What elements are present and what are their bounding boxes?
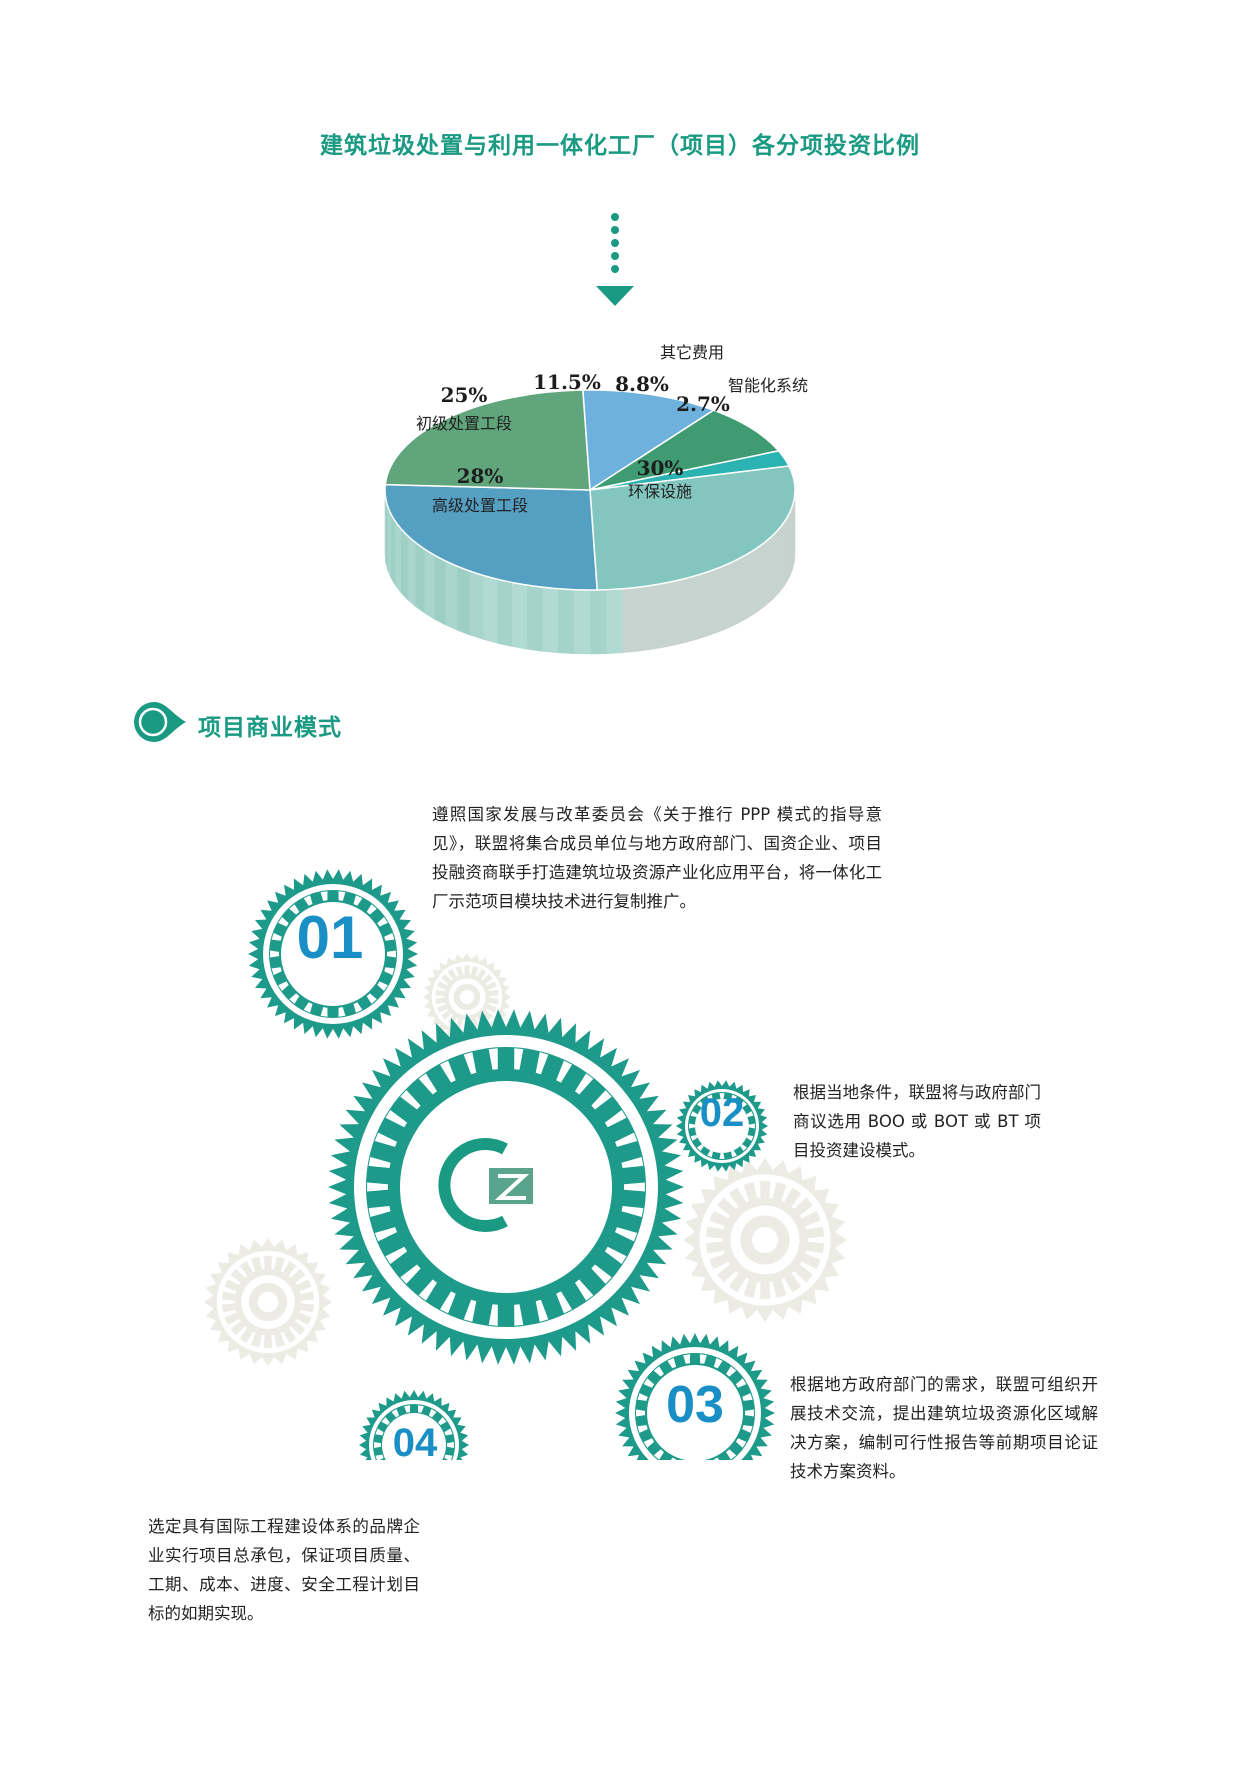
pie-side-band <box>511 582 527 650</box>
gear-number-03: 03 <box>666 1376 724 1434</box>
pie-side-band <box>653 582 669 650</box>
pie-value-label-5: 28% <box>457 464 504 488</box>
pie-side-band <box>789 505 793 578</box>
item-02-text: 根据当地条件，联盟将与政府部门商议选用 BOO 或 BOT 或 BT 项目投资建… <box>793 1083 1041 1160</box>
gear-number-02: 02 <box>700 1091 745 1135</box>
pie-side-band <box>394 520 401 594</box>
gear-number-04-text: 04 <box>393 1421 438 1465</box>
pie-slice-4 <box>589 465 796 591</box>
pie-side-band <box>496 578 512 647</box>
pie-side-band <box>784 512 790 587</box>
gear-04 <box>359 1390 469 1460</box>
pie-side-band <box>605 588 623 655</box>
pie-side-band <box>456 565 470 636</box>
pie-side-band <box>745 548 757 620</box>
page-title: 建筑垃圾处置与利用一体化工厂（项目）各分项投资比例 <box>320 133 920 159</box>
pie-side-band <box>482 574 498 644</box>
gear-number-01: 01 <box>297 904 364 971</box>
gear-01 <box>248 869 418 1039</box>
down-arrow-icon <box>596 213 634 306</box>
pie-side-band <box>589 589 607 655</box>
pie-side-band <box>779 520 786 594</box>
pie-value-label-4: 30% <box>637 456 684 480</box>
pie-category-label-3: 智能化系统 <box>728 376 808 395</box>
pie-side-band <box>387 505 391 578</box>
logo-icon <box>438 1138 533 1232</box>
pie-side-wall <box>384 489 796 655</box>
pie-side-band <box>541 586 559 654</box>
pie-category-label-6: 初级处置工段 <box>416 414 512 433</box>
pie-category-label-4: 环保设施 <box>628 482 692 501</box>
pie-slice-5 <box>384 483 598 591</box>
item-04-text: 选定具有国际工程建设体系的品牌企业实行项目总承包，保证项目质量、工期、成本、进度… <box>148 1517 420 1623</box>
section-title: 项目商业模式 <box>198 715 342 741</box>
pie-side-band <box>390 512 396 587</box>
pie-category-label-5: 高级处置工段 <box>432 496 528 515</box>
pie-side-band <box>400 527 408 601</box>
pie-side-band <box>407 534 416 607</box>
pie-slice-6 <box>384 389 591 491</box>
pie-slice-1 <box>582 389 716 492</box>
pie-side-band <box>710 565 724 636</box>
pie-side-band <box>469 570 484 640</box>
pie-side-band <box>772 527 780 601</box>
pie-side-band <box>696 570 711 640</box>
pie-side-band <box>557 588 575 655</box>
pie-side-band <box>668 578 684 647</box>
pie-slices <box>384 389 796 591</box>
pie-side-band <box>621 586 639 654</box>
pie-side-band <box>414 541 425 614</box>
pie-side-band <box>444 560 458 631</box>
pie-value-label-6: 25% <box>441 383 488 407</box>
pie-side-band <box>423 548 435 620</box>
pie-side-band <box>637 584 654 652</box>
pie-side-band <box>526 584 543 652</box>
pie-side-band <box>755 541 766 614</box>
pie-side-band <box>682 574 698 644</box>
pale-gear-left <box>204 1238 332 1366</box>
pie-side-band <box>722 560 736 631</box>
pie-labels: 11.5%节能设施8.8%其它费用2.7%智能化系统30%环保设施28%高级处置… <box>416 343 808 515</box>
pie-value-label-2: 8.8% <box>615 372 669 396</box>
gear-03 <box>615 1333 775 1460</box>
gear-04-label: 04 <box>393 1421 438 1465</box>
item-03-text: 根据地方政府部门的需求，联盟可组织开展技术交流，提出建筑垃圾资源化区域解决方案，… <box>790 1375 1098 1481</box>
item-01-text: 遵照国家发展与改革委员会《关于推行 PPP 模式的指导意见》，联盟将集合成员单位… <box>432 805 882 911</box>
pie-side-band <box>764 534 773 607</box>
section-marker-icon <box>134 702 186 742</box>
pie-side-band <box>573 589 591 655</box>
investment-pie-chart: 11.5%节能设施8.8%其它费用2.7%智能化系统30%环保设施28%高级处置… <box>384 343 808 655</box>
pie-slice-2 <box>589 409 781 491</box>
gear-02 <box>676 1080 768 1172</box>
pale-gear-right <box>683 1158 847 1322</box>
pie-side-band <box>734 554 747 626</box>
pie-side-band <box>433 554 446 626</box>
pie-category-label-2: 其它费用 <box>660 343 724 362</box>
pie-value-label-3: 2.7% <box>676 392 730 416</box>
pie-value-label-1: 11.5% <box>533 370 601 394</box>
